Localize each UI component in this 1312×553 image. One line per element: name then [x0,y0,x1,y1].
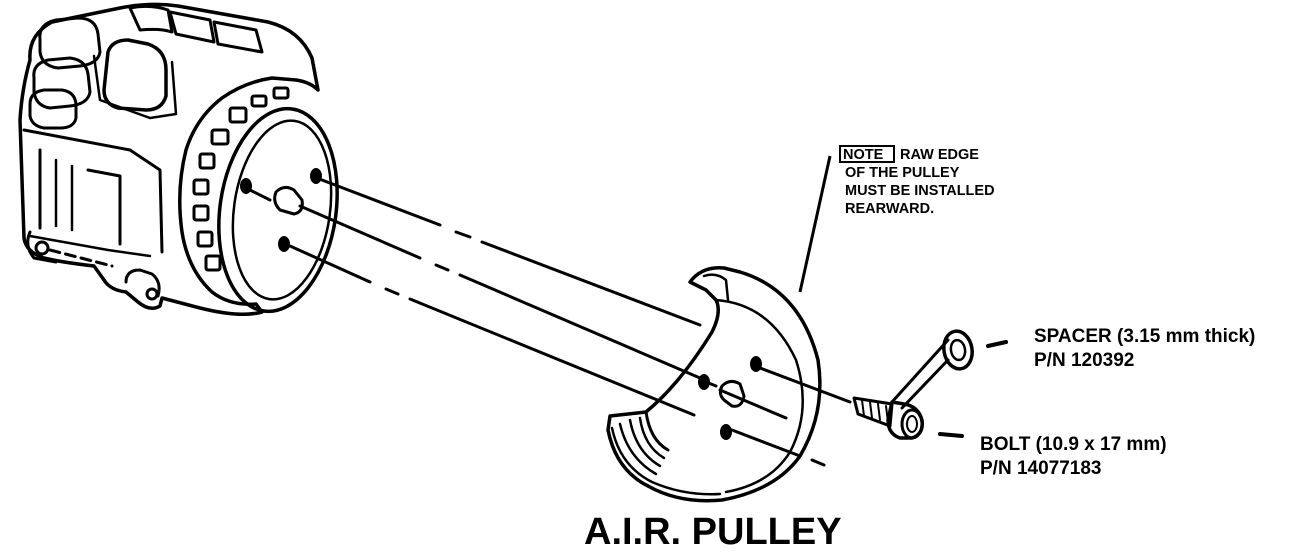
spacer-label-line-2: P/N 120392 [1034,350,1134,371]
bolt-label: BOLT (10.9 x 17 mm) P/N 14077183 [980,434,1167,479]
pump-hub-face [217,106,339,314]
spacer-part [890,329,1008,410]
hub-center-key [273,185,304,216]
note-line-3: MUST BE INSTALLED [845,183,995,199]
pulley-hole-lower [720,424,732,440]
note-callout: NOTE RAW EDGE OF THE PULLEY MUST BE INST… [798,145,995,293]
note-leader-line [798,155,832,293]
pulley-center-key [718,379,746,408]
note-line-1: RAW EDGE [900,147,979,163]
bolt-part [852,396,964,440]
note-line-2: OF THE PULLEY [845,165,960,181]
pulley-hole-left [698,374,710,390]
bolt-label-line-1: BOLT (10.9 x 17 mm) [980,434,1167,455]
note-tag-box [839,145,895,163]
alignment-lines [48,178,852,467]
spacer-label-line-1: SPACER (3.15 mm thick) [1034,326,1255,347]
air-pulley [606,266,822,503]
air-pump-body [18,2,339,316]
pulley-hole-upper [750,356,762,372]
vent-slots [192,86,290,272]
hub-hole-upper-right [310,168,322,184]
hub-hole-lower [278,236,290,252]
diagram-title: A.I.R. PULLEY [584,511,842,548]
note-tag: NOTE [843,147,884,163]
spacer-label: SPACER (3.15 mm thick) P/N 120392 [1034,326,1255,371]
bolt-leader [938,432,964,438]
bolt-label-line-2: P/N 14077183 [980,458,1102,479]
spacer-leader [986,340,1008,348]
note-line-4: REARWARD. [845,201,934,217]
